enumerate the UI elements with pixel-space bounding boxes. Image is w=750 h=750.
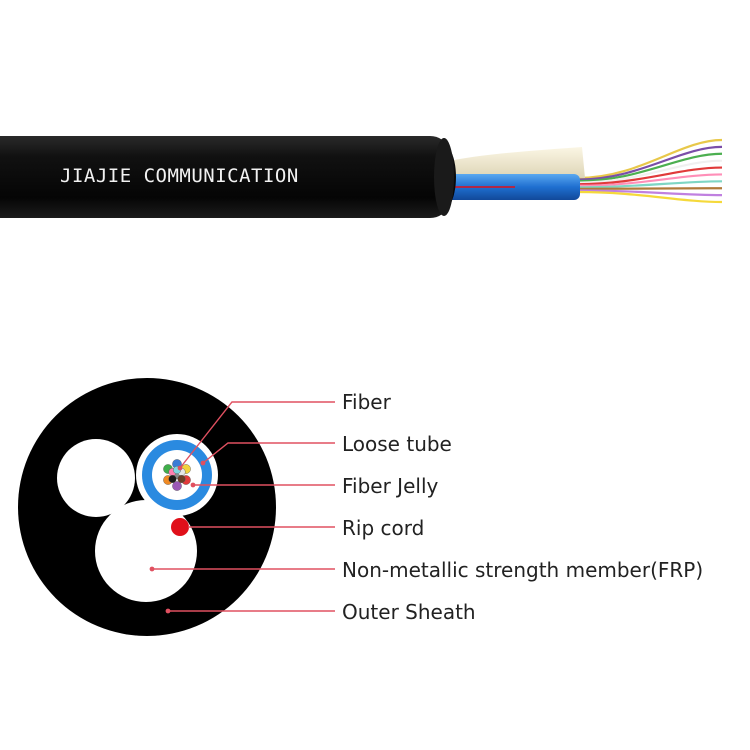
fiber-strand	[577, 152, 723, 183]
legend-label-fiber-jelly: Fiber Jelly	[342, 474, 439, 498]
legend-label-outer-sheath: Outer Sheath	[342, 600, 476, 624]
fiber-core	[172, 481, 182, 491]
aramid-yarn	[444, 147, 585, 182]
legend-label-rip-cord: Rip cord	[342, 516, 424, 540]
outer-sheath-side	[0, 136, 456, 218]
leader-dots	[149, 460, 206, 614]
legend-label-fiber: Fiber	[342, 390, 392, 414]
fiber-strand	[577, 173, 723, 187]
fiber-strand	[577, 159, 723, 184]
fiber-strand	[577, 166, 723, 186]
fiber-strands	[577, 138, 723, 204]
leader-dot-outer-sheath	[165, 608, 171, 614]
leader-lines	[152, 401, 335, 612]
fiber-strand	[577, 187, 723, 190]
rip-cord-section	[171, 518, 189, 536]
leader-dot-strength-member	[149, 566, 155, 572]
legend-label-strength-member: Non-metallic strength member(FRP)	[342, 558, 703, 582]
strength-member-top	[57, 439, 135, 517]
fiber-strand	[577, 138, 723, 180]
legend: Fiber Loose tube Fiber Jelly Rip cord No…	[342, 390, 703, 624]
leader-dot-fiber	[177, 465, 183, 471]
leader-dot-fiber-jelly	[190, 482, 196, 488]
fiber-strand	[577, 190, 723, 204]
fiber-core	[168, 475, 177, 484]
leader-fiber	[179, 401, 335, 469]
fiber-strand	[577, 145, 723, 181]
fiber-strand	[577, 180, 723, 189]
sheath-cut-end	[434, 138, 454, 216]
leader-loose-tube	[202, 442, 335, 464]
cable-cross-section	[18, 378, 276, 636]
leader-dot-loose-tube	[200, 460, 206, 466]
brand-text: JIAJIE COMMUNICATION	[60, 165, 299, 187]
cable-side-view: JIAJIE COMMUNICATION	[0, 136, 723, 218]
legend-label-loose-tube: Loose tube	[342, 432, 452, 456]
fiber-core	[177, 475, 186, 484]
fiber-strand	[577, 189, 723, 197]
